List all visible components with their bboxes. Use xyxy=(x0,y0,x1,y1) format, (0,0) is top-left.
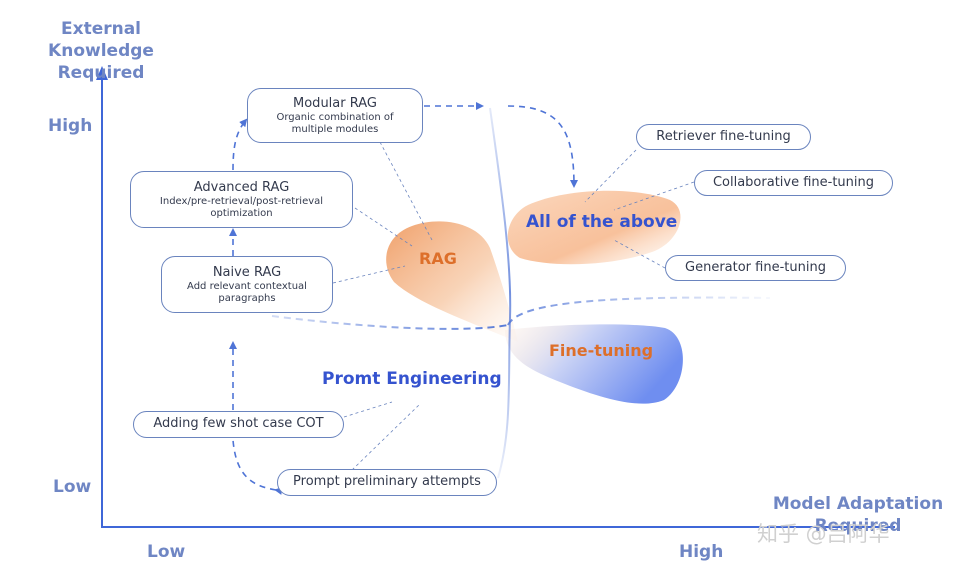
y-axis-title: External Knowledge Required xyxy=(10,18,192,84)
modular-rag-box: Modular RAG Organic combination of multi… xyxy=(247,88,423,143)
x-axis-title-line1: Model Adaptation xyxy=(772,494,944,514)
leader-naive-rag xyxy=(332,265,406,284)
leader-collaborative xyxy=(613,181,695,211)
rag-region-label: RAG xyxy=(419,249,457,268)
naive-rag-desc-line2: paragraphs xyxy=(218,293,276,304)
advanced-rag-title: Advanced RAG xyxy=(193,180,290,195)
all-above-region-blob xyxy=(507,190,681,265)
leader-retriever xyxy=(584,149,637,203)
prompt-engineering-region-label: Promt Engineering xyxy=(322,369,502,389)
all-above-region-label: All of the above xyxy=(526,212,678,232)
x-axis-title: Model Adaptation Required xyxy=(772,493,944,537)
leader-lines xyxy=(332,141,695,471)
flow-down-to-all xyxy=(507,105,578,188)
naive-rag-title: Naive RAG xyxy=(212,265,282,280)
modular-rag-title: Modular RAG xyxy=(293,96,377,111)
boundary-horizontal-right xyxy=(507,296,771,326)
modular-rag-desc-line1: Organic combination of xyxy=(276,112,394,123)
flow-preliminary-to-fewshot xyxy=(232,439,283,495)
x-axis-title-line2: Required xyxy=(814,516,902,536)
advanced-rag-desc-line1: Index/pre-retrieval/post-retrieval xyxy=(159,196,324,207)
boundary-horizontal-left xyxy=(271,315,509,330)
flow-advanced-to-modular xyxy=(232,118,248,171)
preliminary-attempts-box: Prompt preliminary attempts xyxy=(277,469,497,496)
naive-rag-box: Naive RAG Add relevant contextual paragr… xyxy=(161,256,333,313)
y-axis-high-label: High xyxy=(48,116,93,136)
modular-rag-desc-line2: multiple modules xyxy=(291,124,379,135)
advanced-rag-box: Advanced RAG Index/pre-retrieval/post-re… xyxy=(130,171,353,228)
x-axis-low-label: Low xyxy=(147,542,186,562)
leader-generator xyxy=(613,239,666,269)
y-axis-arrow xyxy=(96,66,108,80)
x-axis-high-label: High xyxy=(679,542,724,562)
axes xyxy=(96,66,895,528)
rag-region-blob xyxy=(386,221,518,342)
advanced-rag-desc-line2: optimization xyxy=(210,208,273,219)
leader-preliminary xyxy=(351,403,421,471)
flow-arrows xyxy=(229,102,578,495)
y-axis-title-line2: Required xyxy=(57,63,145,83)
retriever-fine-tuning-box: Retriever fine-tuning xyxy=(636,124,811,150)
fine-tuning-region-blob xyxy=(505,324,683,404)
watermark: 知乎 @吕阿华 xyxy=(757,522,890,546)
collaborative-fine-tuning-box: Collaborative fine-tuning xyxy=(694,170,893,196)
boundary-vertical xyxy=(489,107,512,479)
fine-tuning-region-label: Fine-tuning xyxy=(549,341,654,360)
leader-fewshot xyxy=(343,401,393,418)
leader-modular-rag xyxy=(379,141,433,241)
y-axis-low-label: Low xyxy=(53,477,92,497)
y-axis-title-line1: External Knowledge xyxy=(48,19,154,61)
few-shot-box: Adding few shot case COT xyxy=(133,411,344,438)
naive-rag-desc-line1: Add relevant contextual xyxy=(187,281,307,292)
generator-fine-tuning-box: Generator fine-tuning xyxy=(665,255,846,281)
